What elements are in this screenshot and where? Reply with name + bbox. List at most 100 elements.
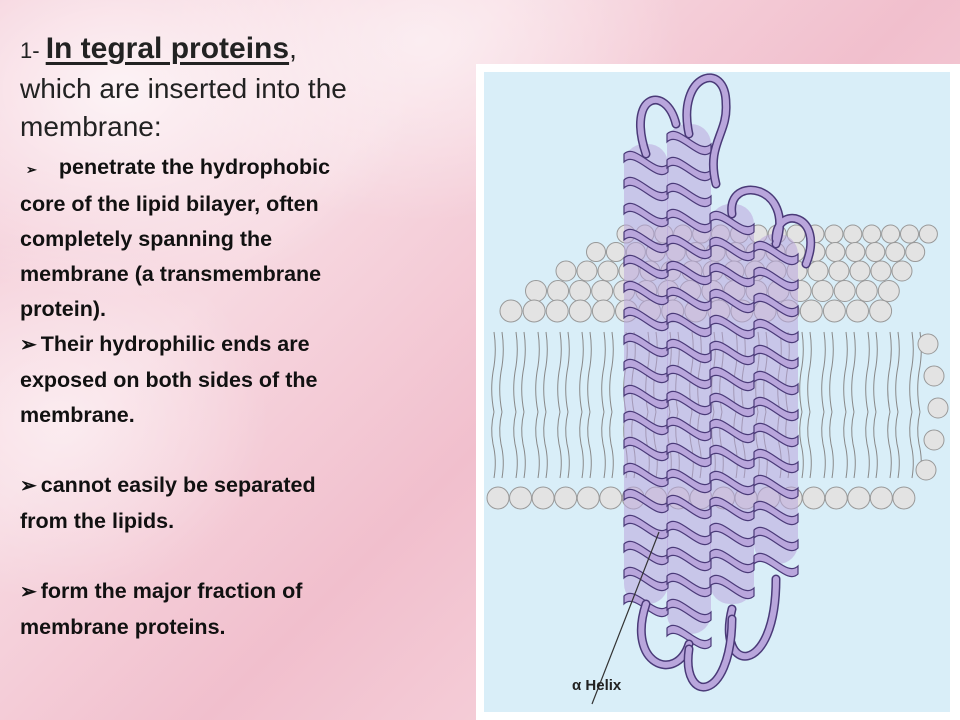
- lipid-head: [599, 486, 623, 510]
- bullet-1-line-4: membrane (a transmembrane: [20, 262, 322, 286]
- lipid-tail: [557, 411, 562, 479]
- helix-loop-fill: [773, 215, 814, 267]
- helix-ribbon: [753, 422, 799, 448]
- lipid-tail: [851, 411, 856, 479]
- helix-ribbon: [709, 496, 755, 522]
- helix-ribbon: [753, 396, 799, 422]
- lipid-tail: [821, 411, 826, 479]
- helix-ribbon: [666, 598, 712, 624]
- lipid-tail: [865, 331, 870, 413]
- lipid-head: [885, 242, 906, 262]
- lipid-head: [846, 299, 869, 323]
- helix-ribbon: [623, 202, 669, 228]
- lipid-head: [869, 299, 893, 323]
- lipid-tail: [565, 411, 570, 479]
- helix-ribbon: [623, 228, 669, 254]
- lipid-tail: [829, 411, 834, 479]
- lipid-head: [509, 486, 533, 510]
- helix-ribbon: [666, 520, 712, 546]
- helix-ribbon: [709, 418, 755, 444]
- lipid-head: [849, 260, 871, 282]
- helix-ribbon: [623, 150, 669, 176]
- helix-ribbon: [666, 416, 712, 442]
- lipid-tail: [513, 331, 518, 413]
- lipid-head: [918, 224, 938, 244]
- lipid-head: [586, 242, 606, 262]
- lipid-head: [917, 333, 939, 355]
- helix-ribbon: [753, 500, 799, 526]
- helix-loop-fill: [684, 74, 730, 187]
- heading-line-1: 1- In tegral proteins,: [20, 30, 480, 70]
- lipid-head: [927, 397, 949, 419]
- helix-ribbon: [753, 370, 799, 396]
- helix-ribbon: [709, 470, 755, 496]
- helix-ribbon: [623, 332, 669, 358]
- helix-ribbon: [709, 236, 755, 262]
- arrow-bullet-icon: ➢: [20, 334, 37, 356]
- helix-ribbon: [623, 176, 669, 202]
- lipid-head: [833, 280, 856, 302]
- helix-ribbon: [623, 540, 669, 566]
- helix-ribbon: [709, 288, 755, 314]
- lipid-head: [591, 299, 615, 323]
- helix-ribbon: [666, 442, 712, 468]
- helix-loop-fill: [638, 601, 692, 668]
- lipid-tail: [499, 331, 504, 413]
- helix-ribbon: [709, 548, 755, 574]
- lipid-tail: [909, 411, 914, 479]
- helix-ribbon: [666, 182, 712, 208]
- lipid-head: [881, 224, 901, 244]
- helix-ribbon: [709, 574, 755, 600]
- lipid-head: [865, 242, 886, 262]
- lipid-tail: [543, 331, 548, 413]
- lipid-tail: [799, 331, 804, 413]
- lipid-tail: [609, 411, 614, 479]
- helix-loop-fill: [637, 97, 679, 157]
- helix-loop-fill: [685, 616, 735, 691]
- lipid-head: [807, 260, 829, 282]
- helix-ribbon: [623, 566, 669, 592]
- helix-ribbon: [666, 494, 712, 520]
- lipid-tail: [535, 331, 540, 413]
- helix-ribbon: [753, 318, 799, 344]
- lipid-tail: [865, 411, 870, 479]
- membrane-protein-figure: α Helix: [476, 64, 960, 720]
- lipid-tail: [513, 411, 518, 479]
- bullet-2-line-3: membrane.: [20, 403, 135, 427]
- helix-ribbon: [709, 366, 755, 392]
- lipid-tail: [909, 331, 914, 413]
- lipid-tail: [565, 331, 570, 413]
- bullet-1-line-1: ➢penetrate the hydrophobic: [26, 155, 331, 179]
- helix-ribbon: [623, 436, 669, 462]
- lipid-head: [822, 299, 846, 323]
- lipid-tail: [557, 331, 562, 413]
- helix-ribbon: [709, 522, 755, 548]
- lipid-tail: [491, 411, 496, 479]
- lipid-head: [862, 224, 882, 244]
- lipid-head: [555, 260, 577, 282]
- helix-ribbon: [623, 254, 669, 280]
- lipid-tail: [609, 331, 614, 413]
- helix-ribbon: [623, 514, 669, 540]
- lipid-head: [869, 486, 893, 510]
- bullet-2-line-2: exposed on both sides of the: [20, 368, 318, 392]
- helix-ribbon: [666, 546, 712, 572]
- lipid-head: [847, 486, 871, 510]
- helix-ribbon: [753, 344, 799, 370]
- helix-ribbon: [623, 280, 669, 306]
- lipid-head: [545, 299, 569, 323]
- lipid-head: [568, 299, 592, 323]
- lipid-tail: [873, 411, 878, 479]
- arrow-bullet-icon: ➢: [20, 581, 37, 603]
- helix-ribbon: [666, 260, 712, 286]
- helix-ribbon: [666, 286, 712, 312]
- arrow-bullet-icon: ➢: [20, 475, 37, 497]
- helix-ribbon: [666, 390, 712, 416]
- helix-pointer-line: [591, 531, 660, 705]
- bullet-1-line-2: core of the lipid bilayer, often: [20, 192, 319, 216]
- helix-ribbon: [753, 240, 799, 266]
- lipid-head: [855, 280, 878, 302]
- helix-ribbon: [623, 384, 669, 410]
- lipid-tail: [829, 331, 834, 413]
- lipid-head: [915, 459, 937, 481]
